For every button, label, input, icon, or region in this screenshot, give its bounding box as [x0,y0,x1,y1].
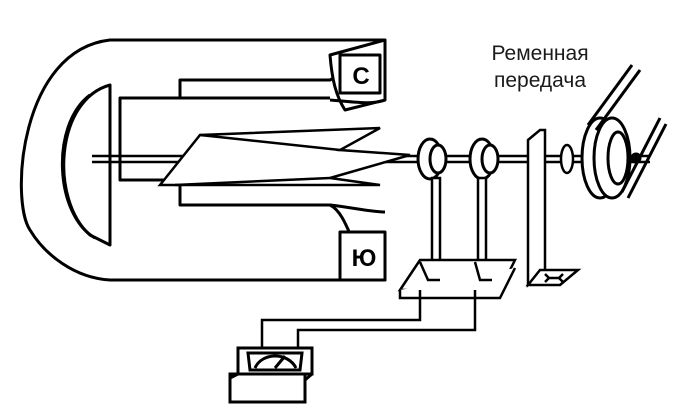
shaft-collar [559,143,575,175]
connecting-wires [260,290,477,348]
pole-south-label: Ю [352,245,377,272]
wire-frame [157,126,411,187]
horseshoe-magnet [19,38,387,282]
slip-ring-1 [416,137,448,181]
galvanometer [228,346,314,404]
brush-stand [397,176,518,300]
caption-line-2: передача [493,69,587,92]
slip-ring-2 [468,137,500,181]
belt-drive-caption: Ременная передача [460,40,620,94]
pole-north-label: С [352,63,369,90]
caption-line-1: Ременная [491,42,589,65]
drive-belt [586,64,668,199]
bearing-support [525,128,582,288]
belt-pulley [580,116,642,200]
